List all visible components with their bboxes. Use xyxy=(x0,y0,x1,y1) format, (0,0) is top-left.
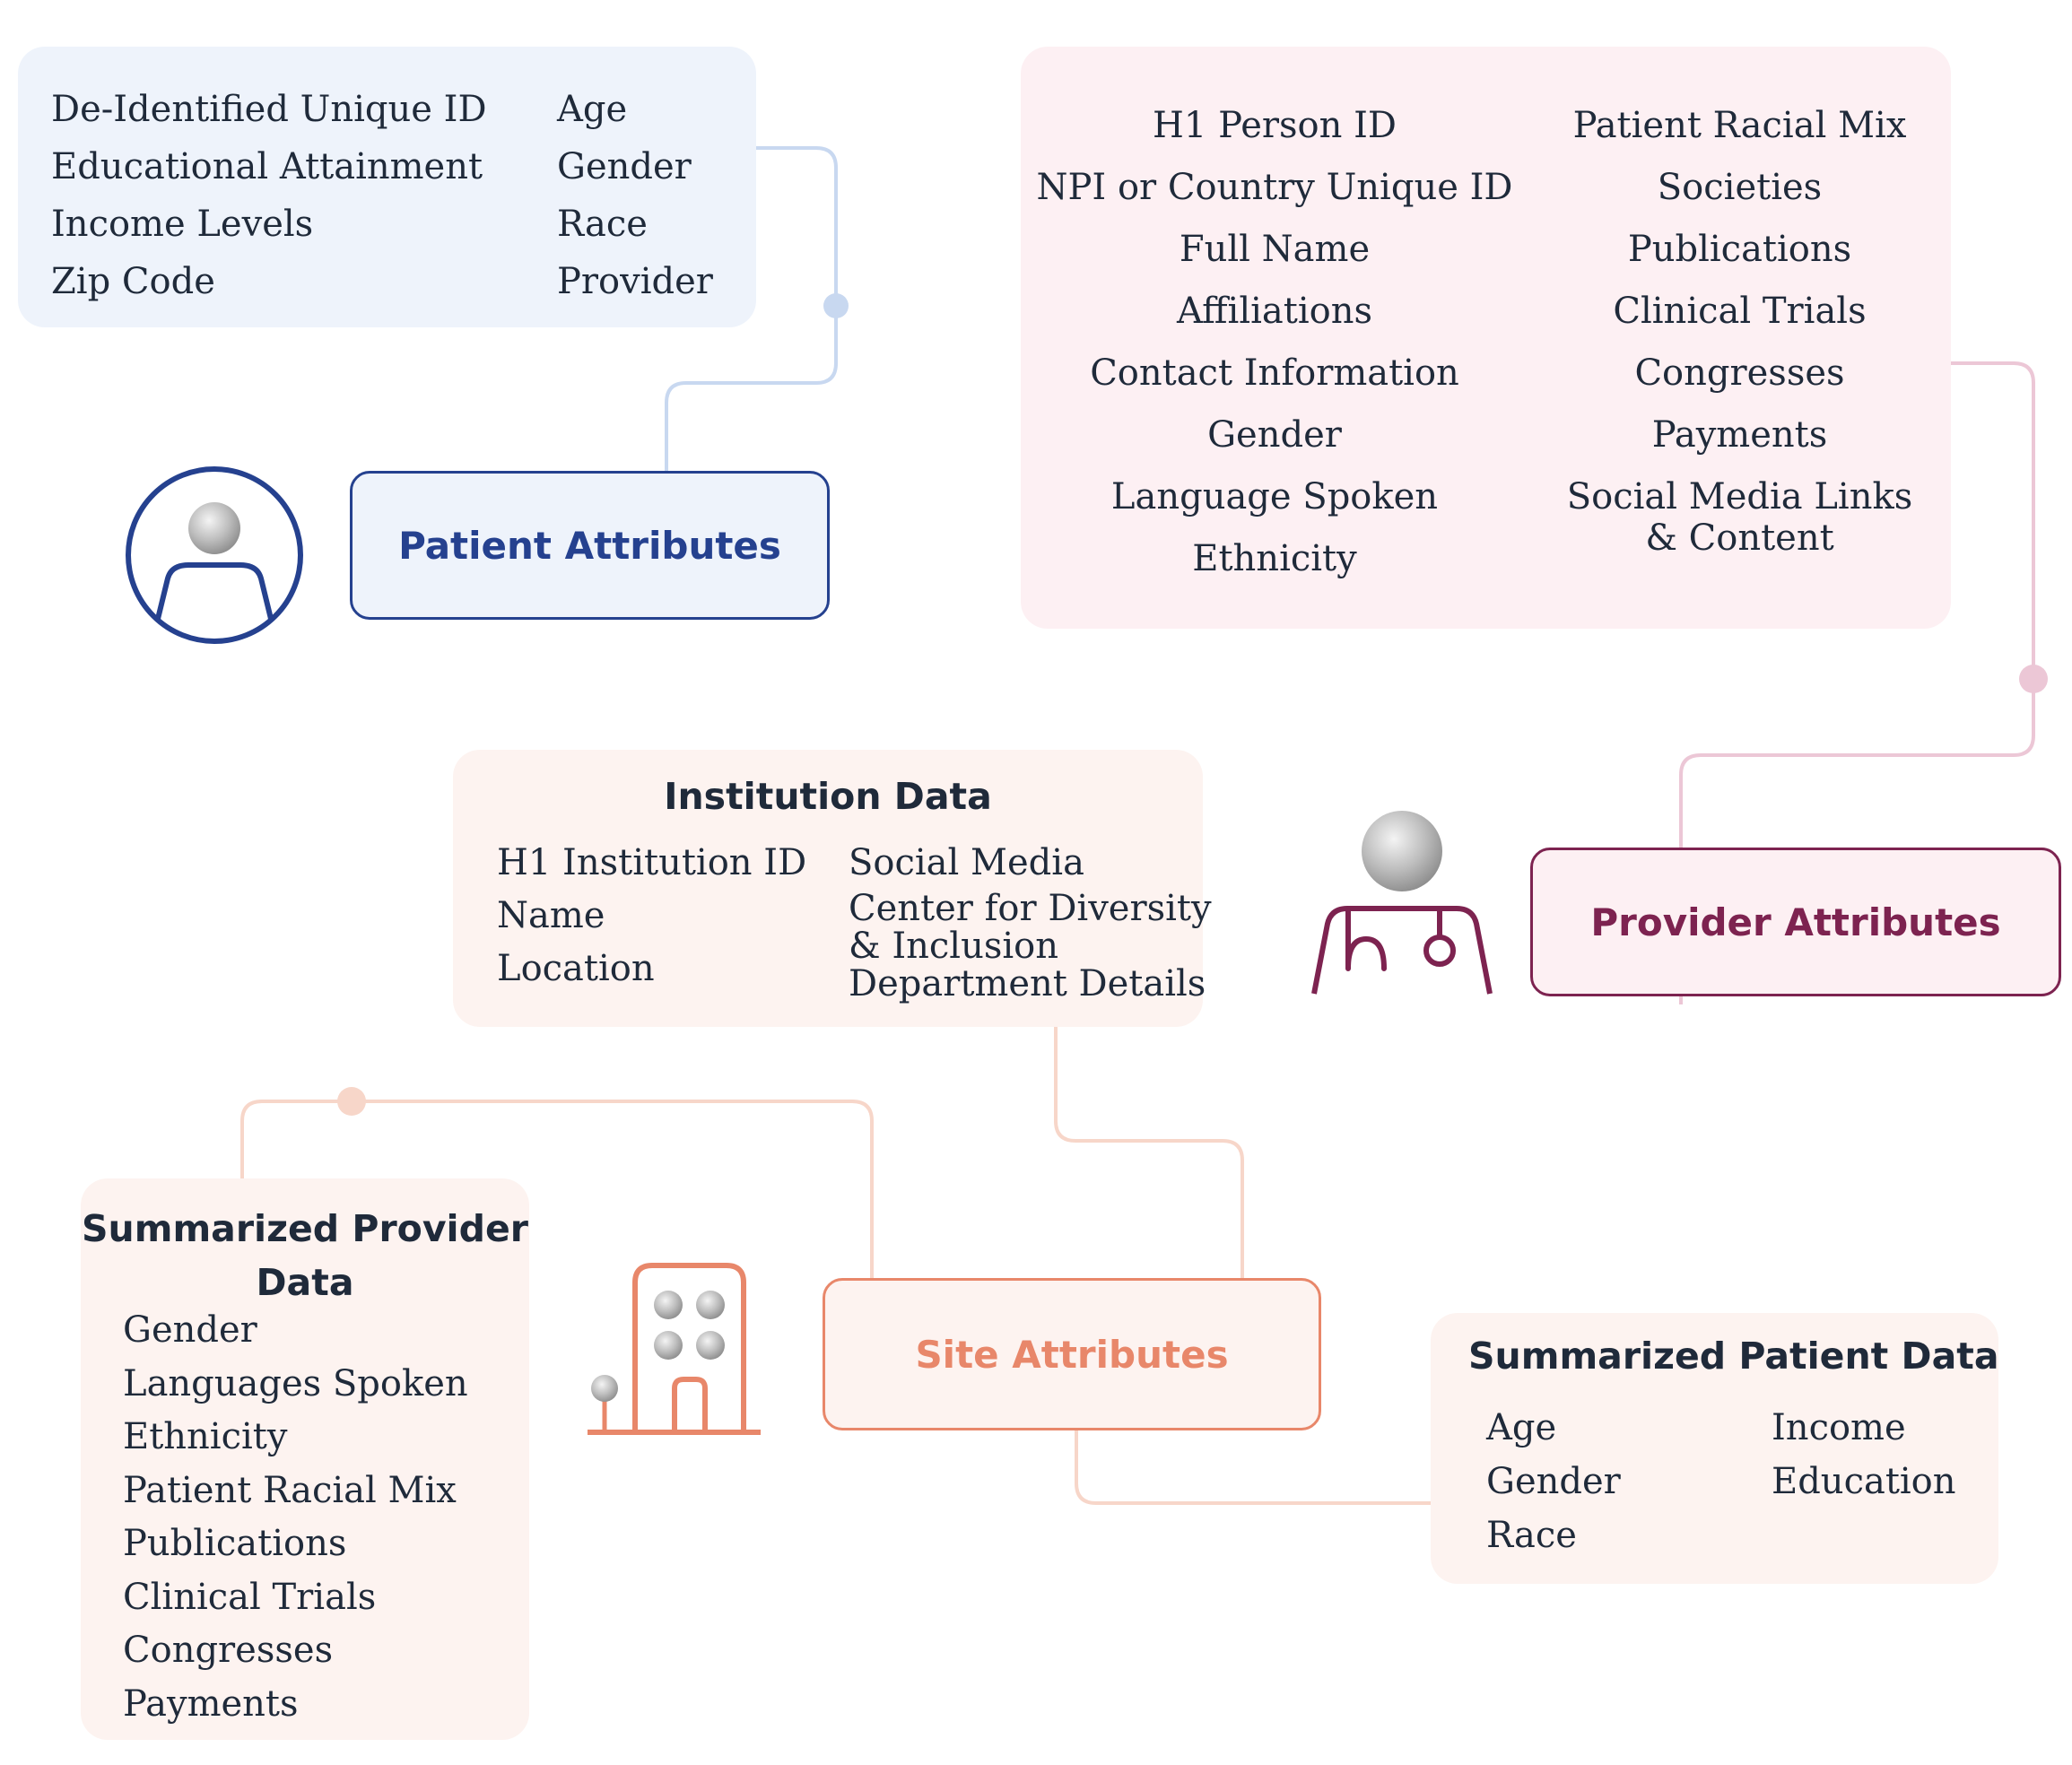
sumprov-site-connector xyxy=(240,1100,874,1278)
summarized-provider-field: Payments xyxy=(123,1682,299,1725)
patient-field: Zip Code xyxy=(51,261,215,302)
summarized-provider-field: Clinical Trials xyxy=(123,1576,377,1618)
provider-field: Language Spoken xyxy=(1110,476,1439,517)
patient-field: De-Identified Unique ID xyxy=(51,89,487,130)
institution-field: Name xyxy=(497,895,605,936)
provider-field: H1 Person ID xyxy=(1153,105,1397,146)
patient-field: Gender xyxy=(557,146,692,187)
institution-field: Social Media xyxy=(849,842,1084,883)
provider-field: Clinical Trials xyxy=(1613,291,1867,332)
provider-fields-col-1: H1 Person ID NPI or Country Unique ID Fu… xyxy=(1021,105,1528,600)
building-icon xyxy=(588,1263,761,1435)
patient-fields-col-2: Age Gender Race Provider xyxy=(557,81,713,310)
site-sumpat-connector xyxy=(1075,1430,1431,1505)
provider-field: Gender xyxy=(1207,414,1342,456)
summarized-provider-title-line: Summarized Provider xyxy=(82,1207,528,1250)
provider-fields-panel: H1 Person ID NPI or Country Unique ID Fu… xyxy=(1021,47,1951,629)
provider-field: Full Name xyxy=(1179,229,1371,270)
institution-data-panel: Institution Data H1 Institution ID Name … xyxy=(453,750,1212,1027)
provider-field: Publications xyxy=(1627,229,1852,270)
summarized-patient-fields-col-1: Age Gender Race xyxy=(1486,1401,1621,1562)
provider-connector-dot xyxy=(2019,665,2048,693)
summarized-patient-field: Age xyxy=(1486,1407,1557,1448)
provider-field: Payments xyxy=(1651,414,1828,456)
doctor-icon xyxy=(1311,811,1493,995)
summarized-patient-field: Education xyxy=(1772,1461,1956,1502)
summarized-provider-field: Patient Racial Mix xyxy=(123,1469,457,1511)
summarized-patient-field: Income xyxy=(1772,1407,1906,1448)
provider-connector xyxy=(1679,361,2035,1004)
patient-connector xyxy=(665,146,838,471)
patient-field: Provider xyxy=(557,261,713,302)
provider-field: Affiliations xyxy=(1176,291,1373,332)
provider-field: Congresses xyxy=(1634,352,1845,394)
summarized-patient-field: Race xyxy=(1486,1515,1577,1556)
summarized-provider-title: Summarized Provider Data xyxy=(81,1202,529,1309)
patient-fields-col-1: De-Identified Unique ID Educational Atta… xyxy=(51,81,487,310)
patient-field: Educational Attainment xyxy=(51,146,483,187)
institution-field: Center for Diversity xyxy=(849,888,1212,929)
provider-field: & Content xyxy=(1645,517,1834,559)
provider-field: Ethnicity xyxy=(1192,538,1357,579)
summarized-provider-field: Publications xyxy=(123,1523,347,1564)
institution-field: Location xyxy=(497,948,655,989)
summarized-provider-field: Gender xyxy=(123,1309,257,1351)
patient-field: Age xyxy=(557,89,628,130)
site-attributes-box: Site Attributes xyxy=(823,1278,1321,1430)
patient-field: Income Levels xyxy=(51,204,314,245)
summarized-patient-title: Summarized Patient Data xyxy=(1468,1335,1999,1378)
provider-fields-col-2: Patient Racial Mix Societies Publication… xyxy=(1528,105,1951,579)
summarized-provider-fields: Gender Languages Spoken Ethnicity Patien… xyxy=(123,1304,468,1731)
provider-field: Patient Racial Mix xyxy=(1572,105,1907,146)
provider-field: NPI or Country Unique ID xyxy=(1036,167,1513,208)
summarized-patient-panel: Summarized Patient Data Age Gender Race … xyxy=(1431,1313,1999,1584)
summarized-provider-panel: Summarized Provider Data Gender Language… xyxy=(81,1178,529,1740)
provider-attributes-box: Provider Attributes xyxy=(1530,848,2061,996)
institution-fields-col-1: H1 Institution ID Name Location xyxy=(497,837,806,996)
summarized-provider-field: Congresses xyxy=(123,1630,334,1671)
patient-connector-dot xyxy=(823,293,849,318)
institution-field: H1 Institution ID xyxy=(497,842,807,883)
provider-field: Social Media Links xyxy=(1566,476,1913,517)
patient-fields-panel: De-Identified Unique ID Educational Atta… xyxy=(18,47,756,327)
provider-field: Contact Information xyxy=(1090,352,1459,394)
site-connector-dot xyxy=(337,1087,366,1116)
summarized-provider-field: Ethnicity xyxy=(123,1416,288,1457)
patient-attributes-box: Patient Attributes xyxy=(350,471,830,620)
summarized-provider-title-line: Data xyxy=(256,1261,354,1304)
summarized-patient-field: Gender xyxy=(1486,1461,1621,1502)
institution-data-title: Institution Data xyxy=(664,775,992,818)
provider-field: Societies xyxy=(1657,167,1823,208)
institution-field: Department Details xyxy=(849,963,1206,1004)
institution-site-connector xyxy=(1054,1027,1244,1278)
summarized-provider-field: Languages Spoken xyxy=(123,1362,468,1404)
person-icon xyxy=(126,466,303,644)
summarized-patient-fields-col-2: Income Education xyxy=(1772,1401,1956,1509)
institution-field: & Inclusion xyxy=(849,926,1059,967)
patient-field: Race xyxy=(557,204,648,245)
institution-fields-col-2: Social Media Center for Diversity & Incl… xyxy=(849,837,1212,1003)
